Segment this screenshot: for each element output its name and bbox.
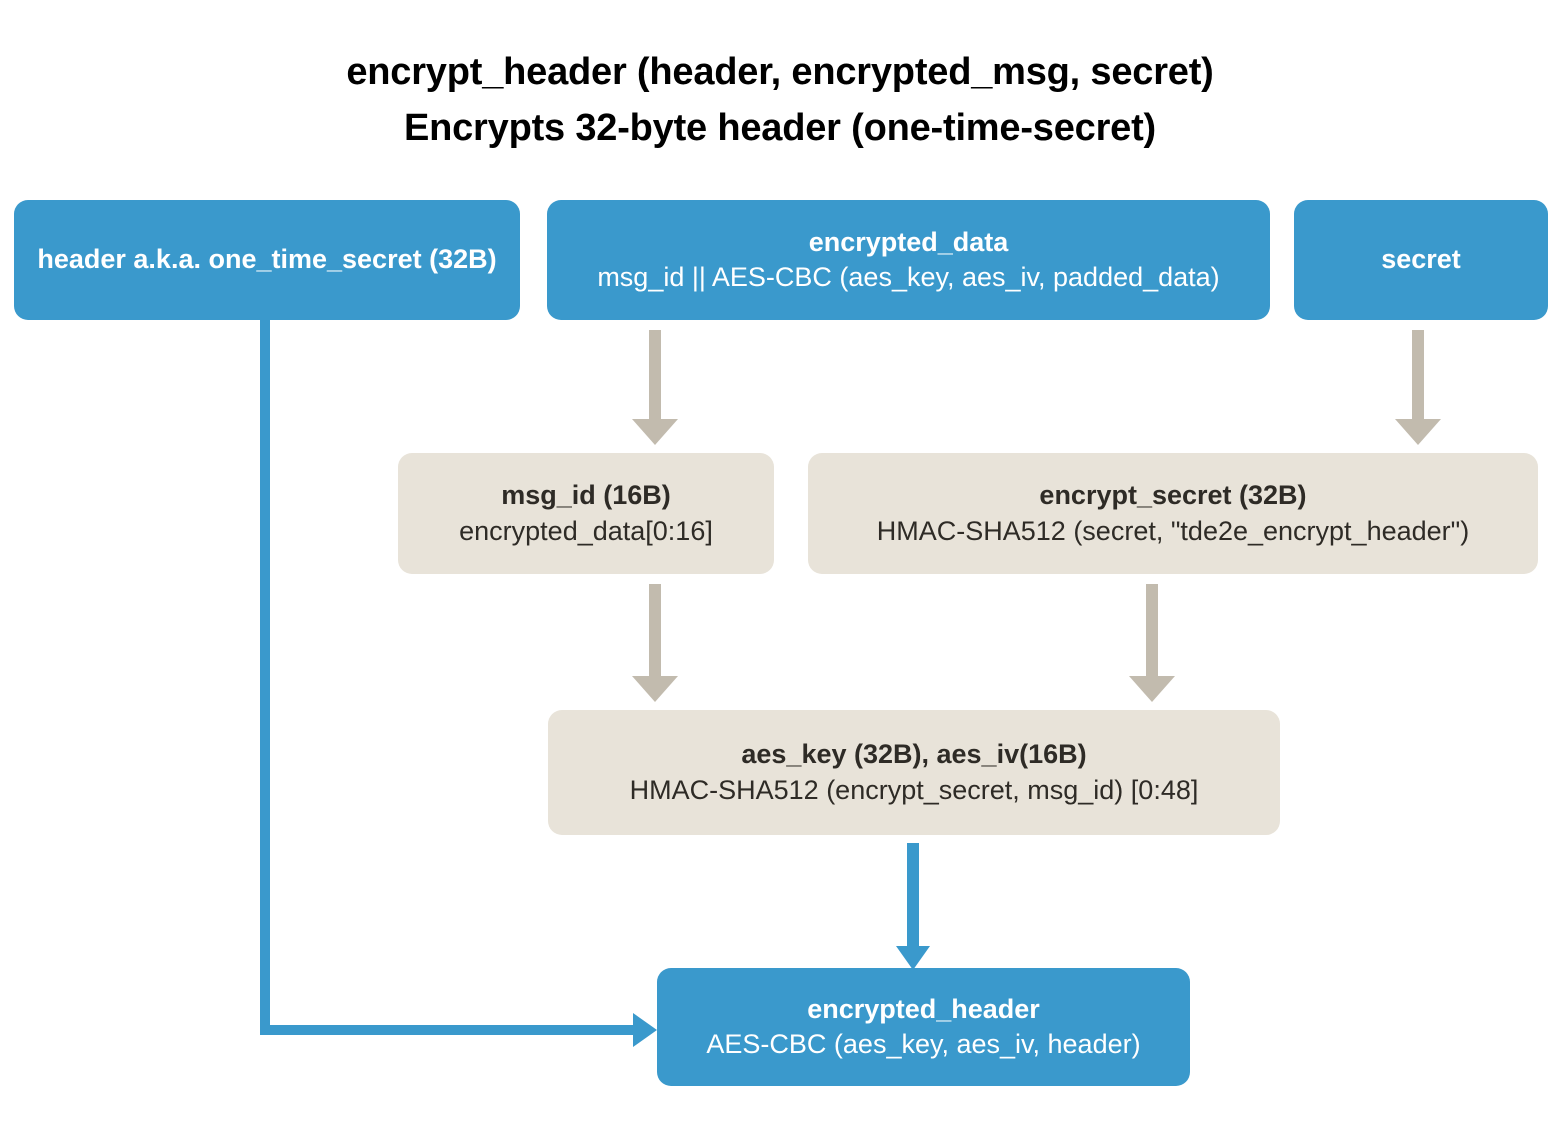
node-encrypted-header-title: encrypted_header: [807, 993, 1040, 1024]
edge-arrowhead: [632, 676, 678, 702]
node-aes-key-iv-title: aes_key (32B), aes_iv(16B): [741, 739, 1087, 770]
edge-arrowhead: [896, 946, 930, 970]
edge-msg-id-to-aes-key: [632, 584, 678, 702]
edge-arrowhead: [1395, 419, 1441, 445]
node-msg-id[interactable]: msg_id (16B) encrypted_data[0:16]: [398, 453, 774, 574]
node-encrypted-data[interactable]: encrypted_data msg_id || AES-CBC (aes_ke…: [547, 200, 1270, 320]
title-line-1: encrypt_header (header, encrypted_msg, s…: [346, 51, 1214, 93]
edge-arrowhead: [1129, 676, 1175, 702]
edge-aes-key-to-encrypted-header: [896, 843, 930, 970]
edge-encrypt-secret-to-aes-key: [1129, 584, 1175, 702]
edge-arrowhead: [632, 419, 678, 445]
node-encrypted-data-subtitle: msg_id || AES-CBC (aes_key, aes_iv, padd…: [597, 262, 1220, 292]
edge-shaft: [649, 584, 661, 676]
node-encrypted-header[interactable]: encrypted_header AES-CBC (aes_key, aes_i…: [657, 968, 1190, 1086]
edge-arrowhead: [633, 1013, 657, 1047]
node-msg-id-title: msg_id (16B): [501, 480, 671, 511]
title-line-2: Encrypts 32-byte header (one-time-secret…: [403, 107, 1157, 150]
edge-shaft: [1146, 584, 1158, 676]
node-secret-title: secret: [1381, 244, 1461, 275]
node-msg-id-subtitle: encrypted_data[0:16]: [459, 515, 713, 546]
edge-segment-horizontal: [260, 1025, 636, 1035]
node-encrypt-secret[interactable]: encrypt_secret (32B) HMAC-SHA512 (secret…: [808, 453, 1538, 574]
node-encrypted-header-subtitle: AES-CBC (aes_key, aes_iv, header): [706, 1029, 1141, 1059]
node-encrypt-secret-title: encrypt_secret (32B): [1039, 480, 1307, 511]
edge-shaft: [907, 843, 919, 946]
node-encrypted-data-title: encrypted_data: [808, 226, 1009, 257]
edge-segment-vertical: [260, 320, 270, 1035]
edge-encrypted-data-to-msg-id: [632, 330, 678, 445]
node-aes-key-iv[interactable]: aes_key (32B), aes_iv(16B) HMAC-SHA512 (…: [548, 710, 1280, 835]
diagram-title: encrypt_header (header, encrypted_msg, s…: [0, 44, 1560, 156]
edge-header-to-encrypted-header: [260, 320, 660, 1047]
node-header-title: header a.k.a. one_time_secret (32B): [37, 244, 497, 275]
node-secret[interactable]: secret: [1294, 200, 1548, 320]
node-aes-key-iv-subtitle: HMAC-SHA512 (encrypt_secret, msg_id) [0:…: [629, 774, 1199, 805]
edge-secret-to-encrypt-secret: [1395, 330, 1441, 445]
edge-shaft: [649, 330, 661, 419]
edge-shaft: [1412, 330, 1424, 419]
node-header[interactable]: header a.k.a. one_time_secret (32B): [14, 200, 520, 320]
node-encrypt-secret-subtitle: HMAC-SHA512 (secret, "tde2e_encrypt_head…: [876, 515, 1470, 546]
